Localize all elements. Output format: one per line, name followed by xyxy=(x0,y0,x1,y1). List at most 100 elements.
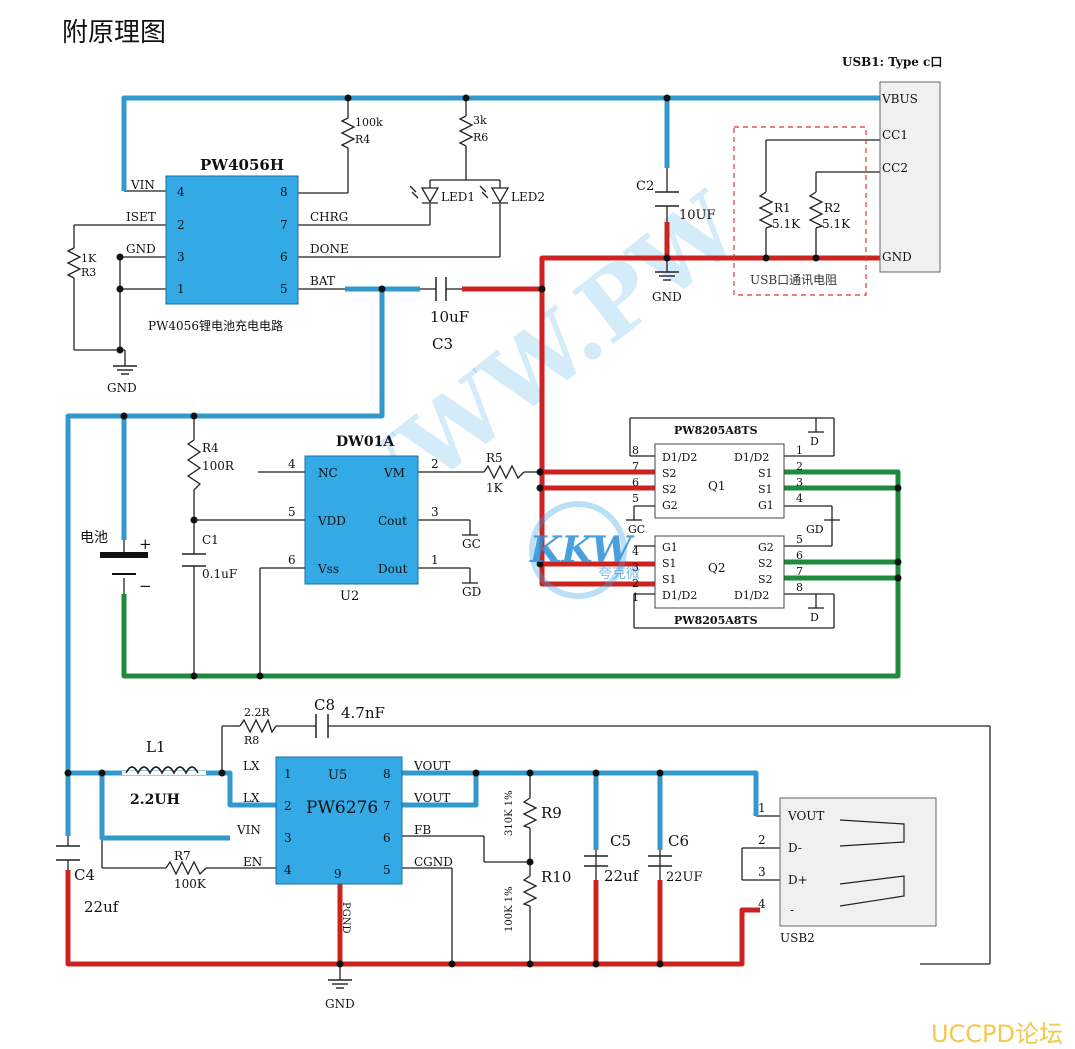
c6-label: C6 xyxy=(668,832,689,850)
u1-pin-2: 2 xyxy=(177,218,185,232)
u1-caption: PW4056锂电池充电电路 xyxy=(148,318,283,333)
q1-title: PW8205A8TS xyxy=(674,424,758,437)
c4-label: C4 xyxy=(74,866,95,884)
usb2-pin-1: 1 xyxy=(758,801,766,815)
u5-net-vin: VIN xyxy=(236,823,261,837)
q1-ref: Q1 xyxy=(708,479,725,493)
q2-d-label: D xyxy=(810,611,819,624)
c1-label: C1 xyxy=(202,533,219,547)
u5-pin-8: 8 xyxy=(383,767,391,781)
page-heading: 附原理图 xyxy=(62,18,167,48)
forum-tag: UCCPD论坛 xyxy=(930,1020,1063,1048)
u2-net-nc: NC xyxy=(318,466,338,480)
cc-box-label: USB口通讯电阻 xyxy=(750,273,837,287)
usb2-ref: USB2 xyxy=(780,931,815,945)
u1-net-bat: BAT xyxy=(310,274,335,288)
usb2-pin-2: 2 xyxy=(758,833,766,847)
u5-net-vout-2: VOUT xyxy=(413,791,450,805)
u1-net-gnd: GND xyxy=(126,242,156,256)
u1-pin-1: 1 xyxy=(177,282,185,296)
u5-name: PW6276 xyxy=(306,798,378,818)
q1-net-g1: G1 xyxy=(758,499,774,512)
c4-value: 22uf xyxy=(84,898,120,916)
r7-value: 100K xyxy=(174,877,207,891)
u2-gc-label: GC xyxy=(462,537,481,551)
gnd-icon-boost xyxy=(328,979,352,989)
q2-pin-4: 4 xyxy=(632,545,639,558)
q2-pin-2: 2 xyxy=(632,577,639,590)
q1-net-d1d2-left: D1/D2 xyxy=(662,451,697,464)
usb2-net-gnd: - xyxy=(790,903,794,917)
led1-icon xyxy=(409,185,440,204)
usb2-pin-4: 4 xyxy=(758,897,766,911)
q2-pin-8: 8 xyxy=(796,581,803,594)
c2-label: C2 xyxy=(636,179,654,194)
r2-value: 5.1K xyxy=(822,217,851,231)
cc-resistor-box: R1 5.1K R2 5.1K USB口通讯电阻 xyxy=(733,126,867,296)
r4b-label: R4 xyxy=(202,441,219,455)
r7-label: R7 xyxy=(174,849,191,863)
ground-traces xyxy=(65,222,880,967)
c4-capacitor xyxy=(56,845,80,861)
c8-capacitor xyxy=(315,714,329,738)
u2-net-vss: Vss xyxy=(317,562,339,576)
c6-capacitor xyxy=(648,855,672,867)
r4-value: 100k xyxy=(355,116,383,129)
u1-pin-5: 5 xyxy=(280,282,288,296)
battery-negative-traces xyxy=(121,469,901,679)
q1-pin-4: 4 xyxy=(796,492,803,505)
led2-icon xyxy=(479,185,510,204)
q1-d-label: D xyxy=(810,435,819,448)
q1-net-s2-a: S2 xyxy=(662,467,677,480)
q1-pin-6: 6 xyxy=(632,476,639,489)
junction-dots xyxy=(64,94,902,968)
u1-net-vin: VIN xyxy=(130,178,155,192)
u1-net-iset: ISET xyxy=(126,210,156,224)
u5-pin-7: 7 xyxy=(383,799,391,813)
r4b-resistor xyxy=(186,439,202,491)
q2-pin-7: 7 xyxy=(796,565,803,578)
r6-value: 3k xyxy=(473,114,487,127)
q1-net-d1d2-right: D1/D2 xyxy=(734,451,769,464)
q2-net-s1-b: S1 xyxy=(662,573,677,586)
gnd-icon-charger xyxy=(113,365,137,375)
q2-net-s1-a: S1 xyxy=(662,557,677,570)
u2-pin-1: 1 xyxy=(431,553,439,567)
r1-resistor xyxy=(758,191,774,229)
q2-net-d1d2-left: D1/D2 xyxy=(662,589,697,602)
u5-pin-6: 6 xyxy=(383,831,391,845)
c8-value: 4.7nF xyxy=(341,704,385,722)
q1-gc-label: GC xyxy=(628,523,645,536)
u5-net-cgnd: CGND xyxy=(414,855,453,869)
q2-net-d1d2-right: D1/D2 xyxy=(734,589,769,602)
battery-icon xyxy=(100,552,148,575)
r5-value: 1K xyxy=(486,481,504,495)
c3-value: 10uF xyxy=(430,308,469,326)
u5-chip: U5 PW6276 1 2 3 4 LX LX VIN EN 8 7 6 5 V… xyxy=(236,756,453,933)
u5-net-lx-1: LX xyxy=(243,759,260,773)
q1-mosfet: PW8205A8TS 8 7 6 5 D1/D2 S2 S2 G2 D1/D2 … xyxy=(626,424,840,536)
gnd-label-charger: GND xyxy=(107,381,137,395)
vbus-traces xyxy=(65,95,880,850)
usb1-pin-cc2: CC2 xyxy=(882,161,908,175)
battery-label: 电池 xyxy=(80,530,108,546)
c2-value: 10UF xyxy=(679,208,716,223)
c2-capacitor xyxy=(655,191,679,207)
u2-gd-label: GD xyxy=(462,585,481,599)
usb2-contact-top-icon xyxy=(839,819,905,847)
usb2-net-dplus: D+ xyxy=(788,873,808,887)
c1-capacitor xyxy=(182,553,206,567)
r4b-value: 100R xyxy=(202,459,235,473)
u5-pin-2: 2 xyxy=(284,799,292,813)
r8-resistor xyxy=(239,718,277,734)
q1-net-g2: G2 xyxy=(662,499,678,512)
u1-net-done: DONE xyxy=(310,242,349,256)
c1-value: 0.1uF xyxy=(202,567,237,581)
boost-passives: L1 2.2UH 2.2R R8 C8 4.7nF R7 100K C4 22u… xyxy=(56,696,703,1011)
u2-pin-4: 4 xyxy=(288,457,296,471)
u5-net-pgnd: PGND xyxy=(340,902,351,933)
usb2-net-dminus: D- xyxy=(788,841,802,855)
r5-label: R5 xyxy=(486,451,503,465)
c3-label: C3 xyxy=(432,335,453,353)
u2-name: DW01A xyxy=(336,434,395,450)
